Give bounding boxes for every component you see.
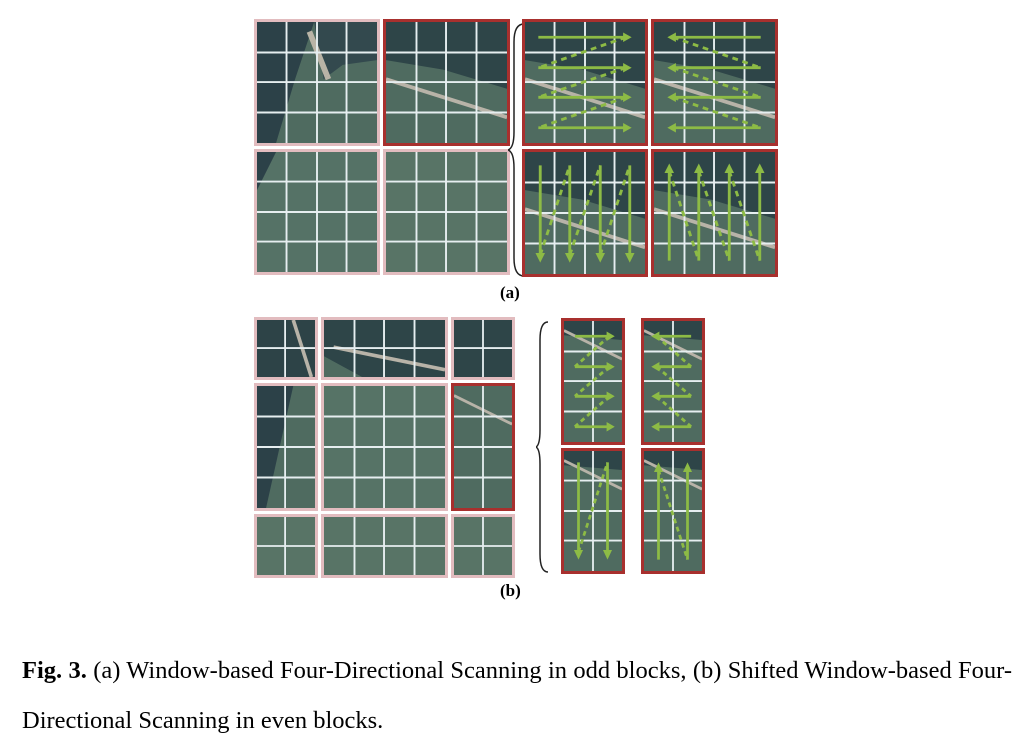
left-curly-brace-icon xyxy=(536,321,549,573)
window-a-top-right xyxy=(383,19,510,146)
left-curly-brace-icon xyxy=(508,23,525,277)
scan-panel-b-vertical-downward xyxy=(561,448,625,574)
window-b-r2c3 xyxy=(451,383,515,511)
window-b-r2c1 xyxy=(254,383,318,511)
window-b-r1c2 xyxy=(321,317,448,380)
scan-panel-a-vertical-downward xyxy=(522,149,648,277)
scan-panel-b-horizontal-backward xyxy=(641,318,705,445)
window-a-bottom-right xyxy=(383,149,510,275)
scan-panel-a-vertical-upward xyxy=(651,149,778,277)
subfigure-label-b: (b) xyxy=(500,581,521,600)
window-b-r2c2 xyxy=(321,383,448,511)
window-b-r1c1 xyxy=(254,317,318,380)
scan-panel-a-horizontal-forward xyxy=(522,19,648,146)
subfigure-label-a: (a) xyxy=(500,283,520,302)
caption-text: (a) Window-based Four-Directional Scanni… xyxy=(22,657,1012,734)
figure-caption: Fig. 3. (a) Window-based Four-Directiona… xyxy=(22,646,1012,746)
window-a-bottom-left xyxy=(254,149,380,275)
window-b-r1c3 xyxy=(451,317,515,380)
window-b-r3c3 xyxy=(451,514,515,578)
window-b-r3c2 xyxy=(321,514,448,578)
window-b-r3c1 xyxy=(254,514,318,578)
scan-panel-b-horizontal-forward xyxy=(561,318,625,445)
figure-number: Fig. 3. xyxy=(22,657,87,684)
window-a-top-left xyxy=(254,19,380,146)
scan-panel-a-horizontal-backward xyxy=(651,19,778,146)
scan-panel-b-vertical-upward xyxy=(641,448,705,574)
